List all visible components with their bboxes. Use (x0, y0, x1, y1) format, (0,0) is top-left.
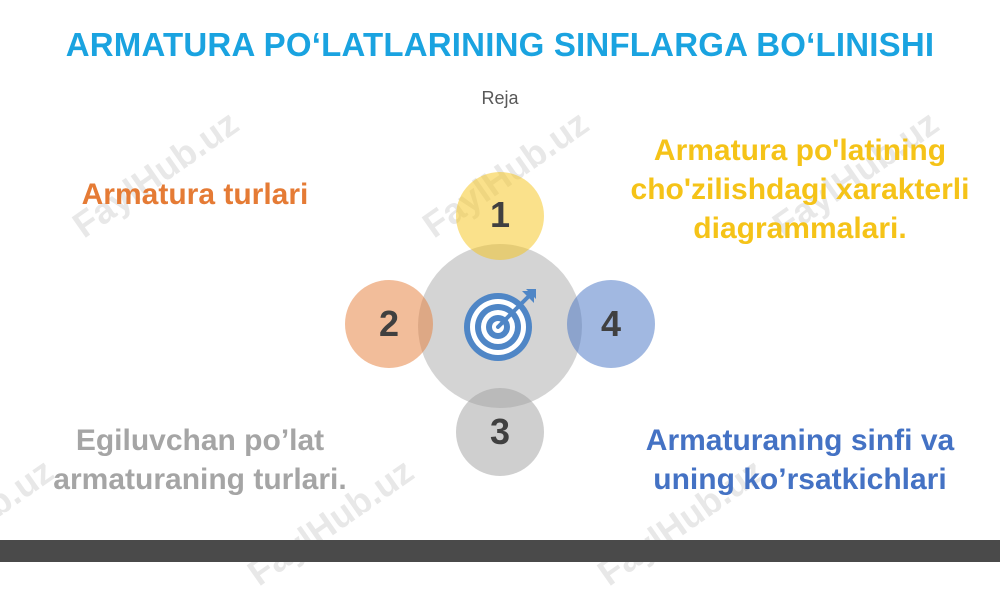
topic-2-text: Armatura turlari (81, 178, 309, 211)
topic-4-text: Armaturaning sinfi va uning ko’rsatkichl… (645, 424, 955, 496)
number-4: 4 (600, 303, 622, 344)
target-arrow-icon (460, 285, 540, 365)
number-1: 1 (489, 194, 511, 235)
topic-3-text: Egiluvchan po’lat armaturaning turlari. (53, 424, 347, 496)
circle-3 (456, 388, 544, 476)
number-3: 3 (489, 411, 511, 452)
circle-4 (567, 280, 655, 368)
slide-subtitle: Reja (481, 88, 519, 108)
slide-title: ARMATURA PO‘LATLARINING SINFLARGA BO‘LIN… (65, 26, 935, 63)
circle-2 (345, 280, 433, 368)
circle-1 (456, 172, 544, 260)
topic-1-text: Armatura po'latining cho'zilishdagi xara… (630, 134, 970, 245)
bottom-bar (0, 540, 1000, 562)
number-2: 2 (378, 303, 400, 344)
